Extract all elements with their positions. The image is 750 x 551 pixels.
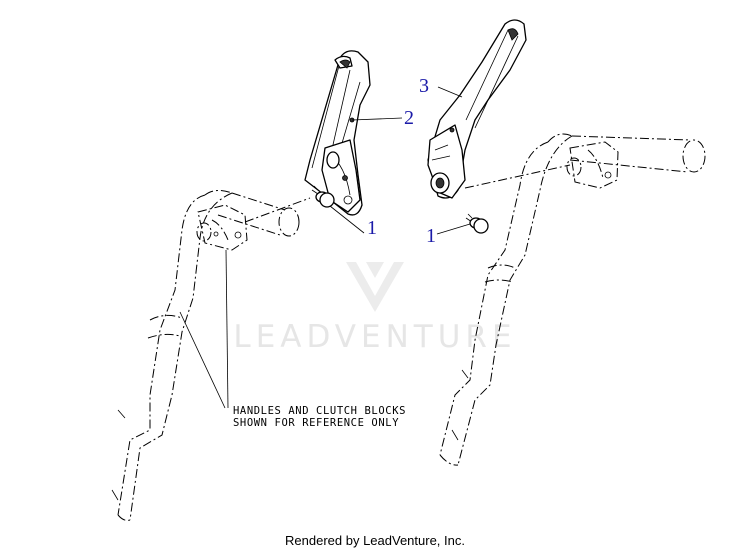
callout-1-left: 1 (367, 217, 377, 239)
part-3-right-lever (427, 19, 527, 199)
reference-note-line-2: SHOWN FOR REFERENCE ONLY (233, 417, 399, 429)
right-handle (439, 133, 706, 466)
reference-note-line-1: HANDLES AND CLUTCH BLOCKS (233, 405, 406, 417)
part-1-knob-right (465, 213, 489, 234)
left-handle (111, 189, 300, 521)
watermark-logo-icon (346, 262, 404, 312)
part-2-left-lever (304, 50, 371, 216)
watermark: LEADVENTURE (233, 262, 516, 355)
callout-2: 2 (404, 107, 414, 129)
footer-credit: Rendered by LeadVenture, Inc. (285, 533, 465, 548)
callout-1-right: 1 (426, 225, 436, 247)
callout-3: 3 (419, 75, 429, 97)
watermark-text: LEADVENTURE (233, 319, 516, 355)
part-1-knob-left (311, 185, 335, 208)
